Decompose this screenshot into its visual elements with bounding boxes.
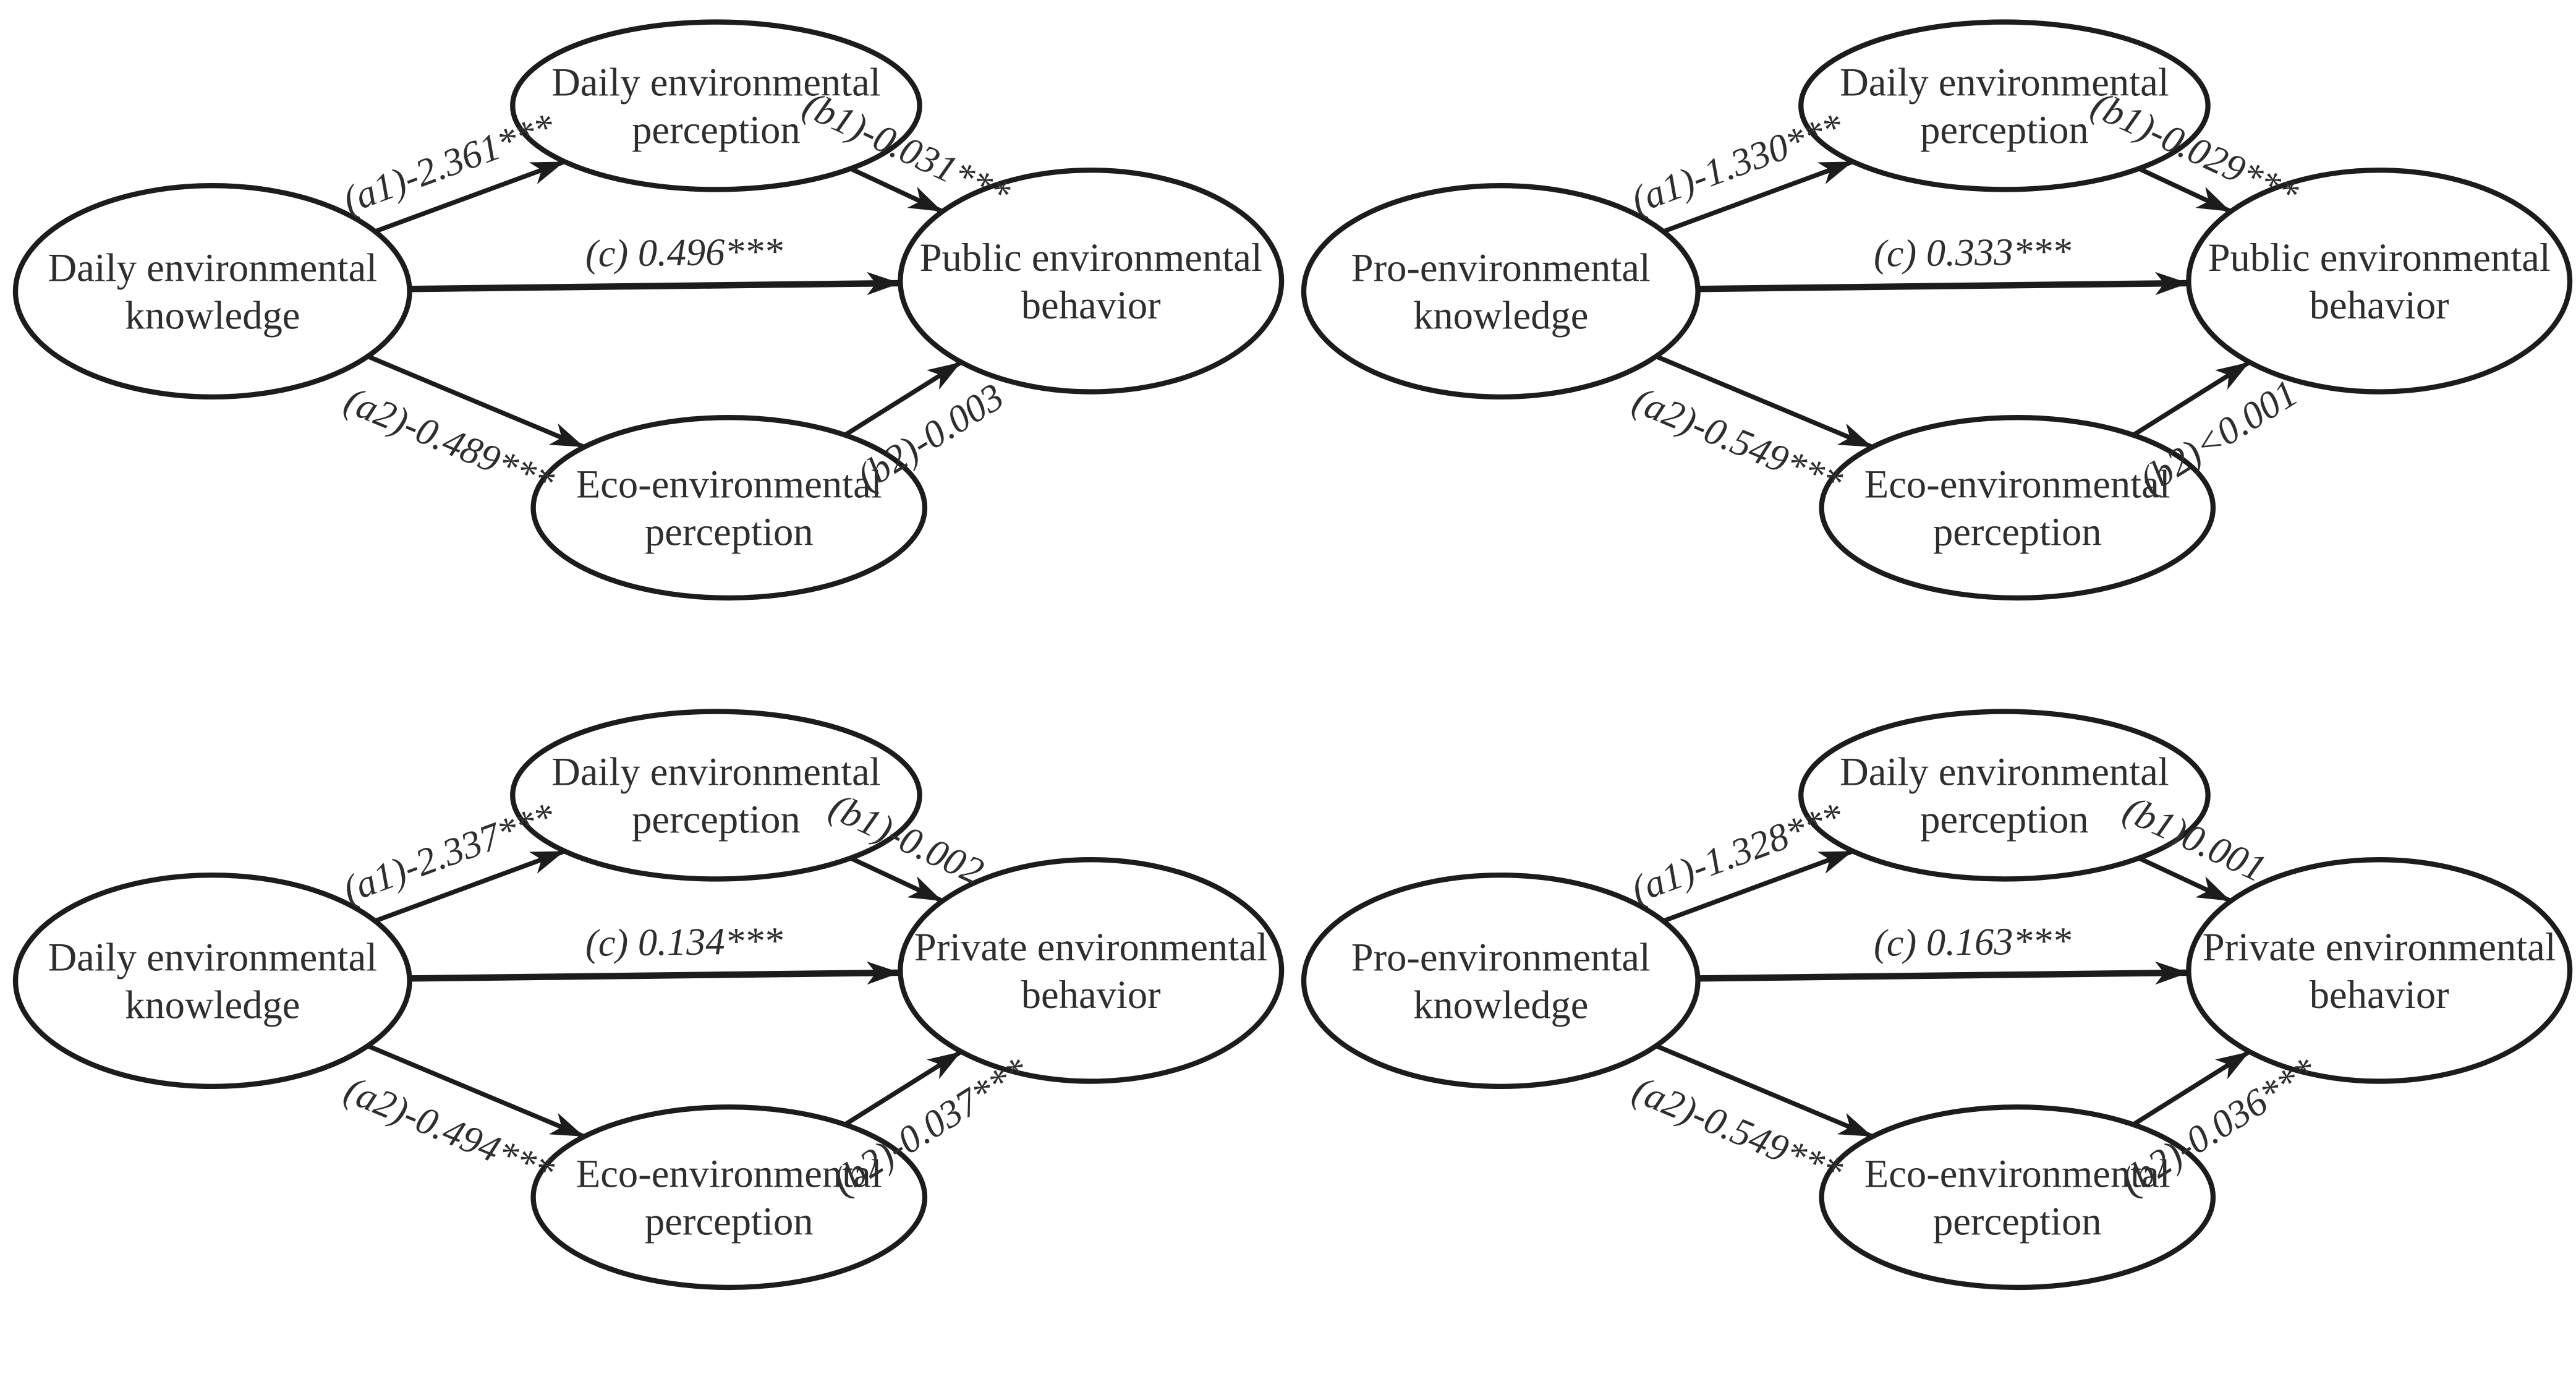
node-ellipse-predictor xyxy=(12,873,412,1090)
path-arrow-b2 xyxy=(843,360,963,437)
path-arrow-a2 xyxy=(367,354,585,450)
path-arrow-b2 xyxy=(2132,1049,2251,1127)
path-coefficient-label-c: (c) 0.333*** xyxy=(1873,229,2072,275)
path-arrow-a2 xyxy=(1654,1043,1874,1139)
path-arrow-b1 xyxy=(2137,166,2232,214)
path-arrow-b1 xyxy=(849,166,944,214)
node-ellipse-mbot xyxy=(1818,415,2216,601)
path-arrow-b1 xyxy=(2137,856,2232,903)
node-ellipse-mtop xyxy=(1798,19,2211,192)
node-ellipse-mbot xyxy=(530,1104,928,1291)
path-arrow-b2 xyxy=(843,1049,963,1127)
path-coefficient-label-c: (c) 0.163*** xyxy=(1873,919,2072,965)
node-ellipse-mbot xyxy=(530,415,928,601)
path-arrow-b1 xyxy=(849,856,944,903)
node-ellipse-outcome xyxy=(2185,168,2572,395)
path-arrow-c xyxy=(1697,271,2188,296)
path-coefficient-label-b2: (b2)-0.003 xyxy=(849,375,1011,498)
path-arrow-a1 xyxy=(1662,848,1853,923)
node-ellipse-outcome xyxy=(2185,857,2572,1084)
node-ellipse-mtop xyxy=(510,19,922,192)
node-ellipse-outcome xyxy=(898,168,1285,395)
path-coefficient-label-a2: (a2)-0.549*** xyxy=(1626,378,1848,504)
node-ellipse-predictor xyxy=(1301,873,1701,1090)
node-ellipse-mbot xyxy=(1818,1104,2216,1291)
path-arrow-c xyxy=(1697,961,2188,985)
path-coefficient-label-a2: (a2)-0.494*** xyxy=(339,1067,561,1193)
path-arrow-b2 xyxy=(2132,360,2251,437)
node-ellipse-mtop xyxy=(510,709,922,882)
path-arrow-a1 xyxy=(1662,159,1853,234)
path-arrow-a1 xyxy=(374,159,566,234)
path-coefficient-label-c: (c) 0.134*** xyxy=(585,919,783,965)
path-arrow-c xyxy=(409,961,901,985)
path-coefficient-label-a2: (a2)-0.549*** xyxy=(1626,1067,1848,1193)
path-coefficient-label-b2: (b2)<0.001 xyxy=(2132,371,2305,502)
node-ellipse-predictor xyxy=(1301,183,1701,400)
path-arrow-c xyxy=(409,271,901,296)
node-ellipse-predictor xyxy=(12,183,412,400)
node-ellipse-outcome xyxy=(898,857,1285,1084)
node-ellipse-mtop xyxy=(1798,709,2211,882)
path-arrow-a2 xyxy=(367,1043,585,1139)
path-coefficient-label-c: (c) 0.496*** xyxy=(585,229,783,275)
path-arrow-a1 xyxy=(374,848,566,923)
path-arrow-a2 xyxy=(1654,354,1874,450)
path-coefficient-label-a2: (a2)-0.489*** xyxy=(339,378,561,504)
